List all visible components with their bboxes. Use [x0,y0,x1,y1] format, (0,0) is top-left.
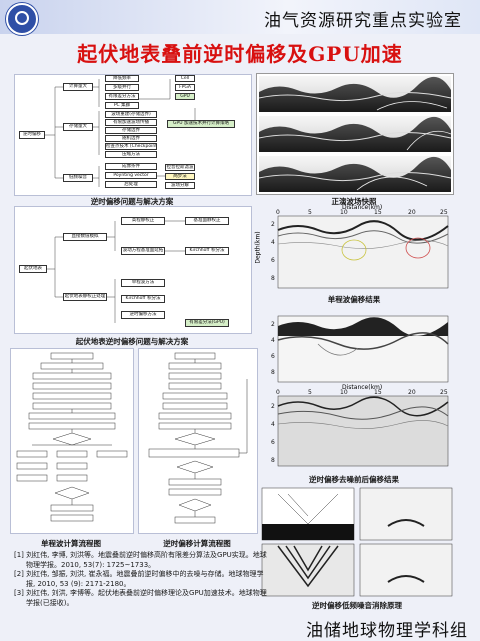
y-tick: 6 [271,257,275,264]
one-way-migration-section: Distance(km) Depth(km) 0 5 10 15 20 25 2… [255,204,454,292]
noise-right-item: 拉普拉斯滤波 [165,164,195,171]
group-storage: 存储量大 [63,123,93,131]
svg-text:8: 8 [271,369,275,376]
noise-principle-panels [261,487,453,597]
svg-text:5: 5 [308,389,312,396]
lab-name: 油气资源研究重点实验室 [264,11,462,31]
references: [1] 刘红伟, 李博, 刘洪等。地震叠前逆时偏移高阶有限差分算法及GPU实现。… [14,551,270,608]
rugged-item: Kirchhoff 积分法 [185,247,229,255]
reference-item: [2] 刘红伟, 邹振, 刘洪, 崔永福。地震叠前逆时偏移中的去噪与存储。地球物… [14,570,264,588]
section2-plot: 2 4 6 8 [271,315,449,383]
img4-caption: 逆时偏移低频噪音消除原理 [312,601,402,610]
poster-title: 起伏地表叠前逆时偏移及GPU加速 [77,42,403,66]
low-freq-noise-figures [258,486,456,598]
svg-text:0: 0 [276,389,280,396]
x-tick: 20 [408,209,416,216]
snapshot-panels [258,76,452,192]
reference-item: [1] 刘红伟, 李博, 刘洪等。地震叠前逆时偏移高阶有限差分算法及GPU实现。… [14,551,267,569]
diagram-root: 逆时偏移 [19,131,45,139]
compute-right-item: FPGA [175,84,195,91]
svg-text:4: 4 [271,337,275,344]
rtm-after-denoise: Distance(km) 0 5 10 15 20 25 2 4 6 8 [258,384,454,470]
group-name: 油储地球物理学科组 [306,621,468,641]
noise-item: 成像条件 [105,163,157,170]
compute-item: 有限差分方法 [105,93,139,100]
svg-text:8: 8 [271,457,275,464]
group-compute: 计算量大 [63,83,93,91]
flowchart-rtm [138,348,258,534]
storage-item: 压缩方法 [105,151,157,158]
img2-caption: 单程波偏移结果 [327,295,381,304]
svg-text:10: 10 [340,389,348,396]
storage-item: 存储边界 [105,127,157,134]
distance-label: Distance(km) [342,384,383,391]
flowchart-one-way [10,348,134,534]
storage-item: 波场重建(存储边界) [105,111,157,118]
compute-item: 多级并行 [105,84,139,91]
diagram-rugged-connectors [47,220,185,323]
rugged-item: 单程波方法 [121,279,165,287]
x-tick: 0 [276,209,280,216]
group-noise: 低频噪音 [63,174,93,182]
y-tick: 8 [271,275,275,282]
rugged-group: 直接数值模拟 [63,233,107,241]
rugged-item: 逆时偏移方法 [121,311,165,319]
diagram-root: 起伏地表 [19,265,47,273]
rugged-item-gpu: 有限差分法(GPU) [185,319,229,327]
compute-item: 降低频率 [105,75,139,82]
diagram-rtm-problems: 逆时偏移 计算量大 存储量大 低频噪音 降低频率 多级并行 有限差分方法 PC … [14,74,252,196]
flow1-caption: 单程波计算流程图 [41,539,101,548]
section1-plot: 0 5 10 15 20 25 2 4 6 8 [271,209,449,289]
rtm-before-denoise: 2 4 6 8 [258,304,454,384]
svg-text:4: 4 [271,421,275,428]
noise-item: 后处理 [105,181,157,188]
x-tick: 5 [308,209,312,216]
y-tick: 2 [271,221,275,228]
diagram2-caption: 起伏地表逆时偏移问题与解决方案 [75,337,189,346]
gpu-note: GPU 加速技术并行计算策略 [167,120,235,128]
y-tick: 4 [271,239,275,246]
storage-item: 随机边界 [105,135,157,142]
distance-label: Distance(km) [342,204,383,211]
svg-text:20: 20 [408,389,416,396]
svg-text:25: 25 [440,389,448,396]
svg-text:2: 2 [271,321,275,328]
institute-logo [6,3,38,35]
rugged-item: Kirchhoff 积分法 [121,295,165,303]
reference-item: [3] 刘红伟, 刘洪, 李博等。起伏地表叠前逆时偏移理论及GPU加速技术。地球… [14,589,267,607]
diagram1-caption: 逆时偏移问题与解决方案 [90,197,174,206]
svg-text:15: 15 [374,389,382,396]
rugged-item: 高程静校正 [121,217,165,225]
img1-caption: 正演波场快照 [331,197,377,206]
x-tick: 10 [340,209,348,216]
storage-item: 有限加速波场传播 [105,119,157,126]
rugged-item: 基准面静校正 [185,217,229,225]
flow2-caption: 逆时偏移计算流程图 [163,539,231,548]
section3-plot: 0 5 10 15 20 25 2 4 6 8 [271,389,449,467]
rugged-item: 波动方程基准面延拓 [121,247,165,255]
svg-text:6: 6 [271,353,275,360]
noise-right-item: 两步法 [165,173,195,180]
storage-item: 检查点技术 (Checkpointing) [105,143,157,150]
diagram-rtm-connectors [45,79,196,187]
noise-right-item: 波场分解 [165,182,195,189]
x-tick: 15 [374,209,382,216]
img3-caption: 逆时偏移去噪前后偏移结果 [309,475,399,484]
wavefield-snapshots [256,73,454,195]
compute-item: PC 集群 [105,102,139,109]
svg-text:2: 2 [271,403,275,410]
diagram-rugged-surface: 起伏地表 直接数值模拟 起伏地表静校正处理 高程静校正 基准面静校正 波动方程基… [14,206,252,334]
rugged-group: 起伏地表静校正处理 [63,293,107,301]
x-tick: 25 [440,209,448,216]
noise-item: Poynting vector [105,172,157,179]
header-bar [0,0,480,34]
flowchart-one-way-shapes [16,352,128,522]
compute-right-item: Cell [175,75,195,82]
svg-text:6: 6 [271,439,275,446]
compute-right-item: GPU [175,93,195,100]
flowchart-rtm-shapes [148,352,248,524]
